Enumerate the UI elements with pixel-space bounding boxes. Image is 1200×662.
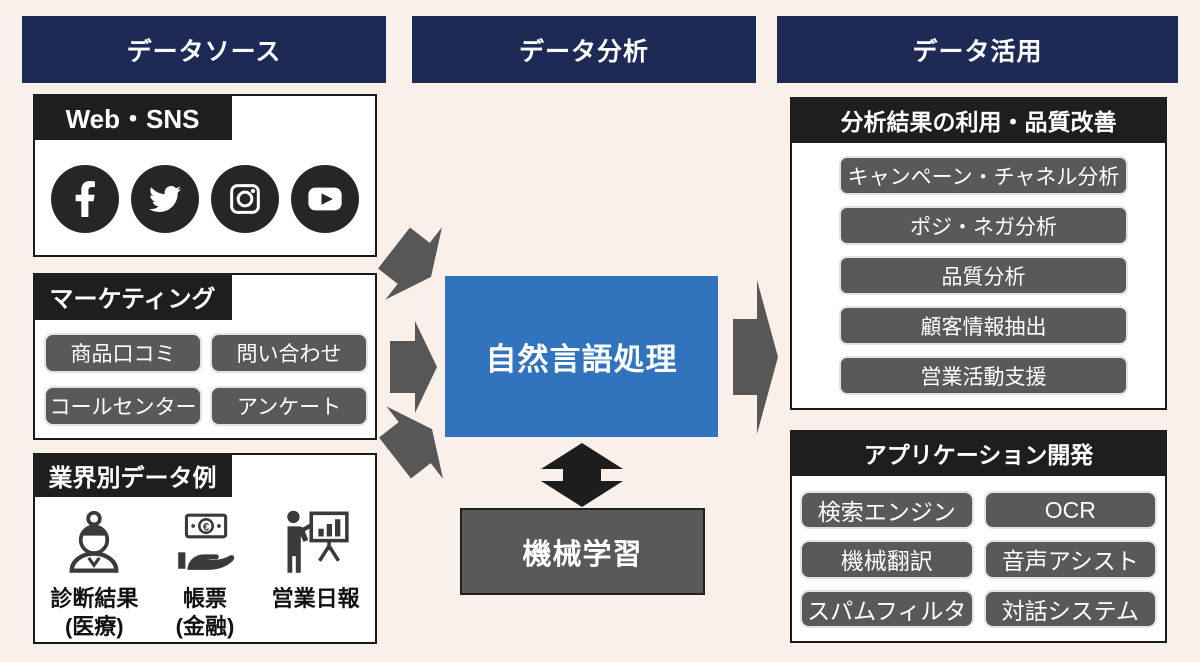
machine-learning-box: 機械学習 (460, 508, 705, 595)
instagram-icon (211, 164, 279, 233)
app-chip: 検索エンジン (800, 491, 974, 530)
industry-caption: 診断結果 (50, 586, 139, 611)
marketing-chip: 商品口コミ (44, 333, 202, 373)
arrow-marketing-to-nlp (390, 321, 437, 413)
sns-icons-row (35, 142, 375, 255)
analysis-results-title: 分析結果の利用・品質改善 (790, 97, 1167, 143)
results-chip: 品質分析 (839, 256, 1128, 295)
money-hand-icon: € (172, 501, 238, 585)
results-chip: キャンペーン・チャネル分析 (839, 156, 1128, 195)
industry-caption: (医療) (64, 614, 124, 639)
sources-column-header: データソース (22, 16, 386, 83)
application-development-title: アプリケーション開発 (790, 430, 1167, 476)
industry-caption: 営業日報 (271, 586, 360, 611)
results-chip: 顧客情報抽出 (839, 306, 1128, 345)
marketing-chips: 商品口コミ 問い合わせ コールセンター アンケート (44, 333, 368, 426)
presenter-icon (278, 501, 354, 585)
facebook-icon (51, 164, 119, 233)
web-sns-box: Web・SNS (33, 94, 377, 257)
doctor-icon (60, 501, 128, 585)
utilization-column-header: データ活用 (777, 16, 1178, 83)
industry-item-finance: € 帳票 (金融) (150, 499, 260, 641)
industry-caption: 帳票 (182, 586, 227, 611)
results-chip: 営業活動支援 (839, 356, 1128, 395)
web-sns-title: Web・SNS (33, 94, 232, 140)
analysis-results-box: 分析結果の利用・品質改善 キャンペーン・チャネル分析 ポジ・ネガ分析 品質分析 … (790, 97, 1167, 410)
results-chip: ポジ・ネガ分析 (839, 206, 1128, 245)
svg-text:€: € (203, 522, 210, 534)
marketing-chip: 問い合わせ (210, 333, 368, 373)
industry-item-medical: 診断結果 (医療) (40, 499, 150, 641)
arrow-nlp-to-results (733, 280, 778, 434)
app-chip: OCR (983, 491, 1157, 530)
youtube-icon (291, 164, 359, 233)
marketing-box: マーケティング 商品口コミ 問い合わせ コールセンター アンケート (33, 273, 377, 440)
twitter-icon (131, 164, 199, 233)
nlp-box: 自然言語処理 (445, 276, 718, 437)
app-chip: 対話システム (983, 589, 1157, 628)
application-development-box: アプリケーション開発 検索エンジン OCR 機械翻訳 音声アシスト スパムフィル… (790, 430, 1167, 643)
industry-caption: (金融) (175, 614, 235, 639)
app-chip: スパムフィルタ (800, 589, 974, 628)
marketing-chip: コールセンター (44, 386, 202, 426)
industry-item-sales: 営業日報 (261, 499, 371, 613)
industry-data-box: 業界別データ例 診断結果 (医療) (33, 453, 377, 644)
marketing-chip: アンケート (210, 386, 368, 426)
analysis-results-chips: キャンペーン・チャネル分析 ポジ・ネガ分析 品質分析 顧客情報抽出 営業活動支援 (839, 156, 1128, 395)
arrow-nlp-ml-bidirectional (541, 443, 623, 507)
application-chips: 検索エンジン OCR 機械翻訳 音声アシスト スパムフィルタ 対話システム (800, 491, 1157, 628)
app-chip: 音声アシスト (983, 540, 1157, 579)
industry-title: 業界別データ例 (33, 453, 232, 497)
industry-items-row: 診断結果 (医療) € 帳票 (金融) (39, 499, 371, 641)
analysis-column-header: データ分析 (412, 16, 756, 83)
app-chip: 機械翻訳 (800, 540, 974, 579)
marketing-title: マーケティング (33, 273, 232, 320)
